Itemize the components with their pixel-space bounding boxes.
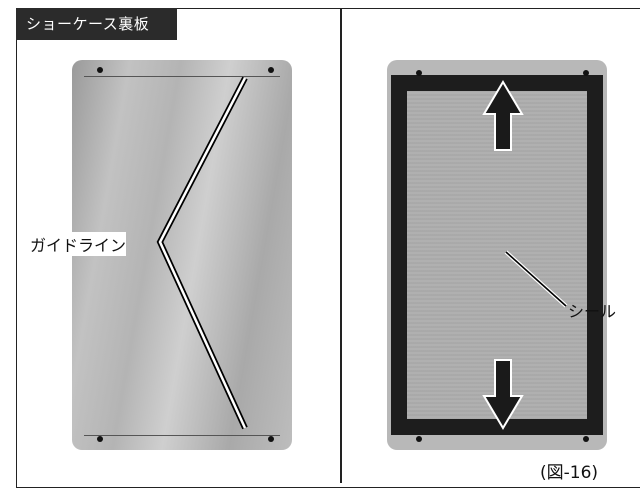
figure-caption: (図-16) bbox=[540, 463, 599, 483]
arrow-down-icon bbox=[482, 359, 524, 430]
figure-title-tab: ショーケース裏板 bbox=[16, 8, 177, 40]
screw-hole-right-top-left bbox=[416, 70, 422, 76]
seal-leader bbox=[504, 250, 568, 308]
screw-hole-right-bottom-right bbox=[583, 436, 589, 442]
guide-leader bbox=[156, 76, 248, 430]
screw-hole-bottom-left bbox=[97, 436, 103, 442]
screw-hole-top-left bbox=[97, 67, 103, 73]
guideline-label: ガイドライン bbox=[30, 232, 127, 256]
screw-hole-top-right bbox=[268, 67, 274, 73]
panel-divider bbox=[340, 8, 342, 483]
screw-hole-bottom-right bbox=[268, 436, 274, 442]
figure-title: ショーケース裏板 bbox=[26, 15, 150, 33]
top-guide-line bbox=[84, 76, 280, 77]
screw-hole-right-bottom-left bbox=[416, 436, 422, 442]
seal-label: シール bbox=[568, 302, 617, 321]
arrow-up-icon bbox=[482, 80, 524, 151]
screw-hole-right-top-right bbox=[583, 70, 589, 76]
bottom-guide-line bbox=[84, 435, 280, 436]
